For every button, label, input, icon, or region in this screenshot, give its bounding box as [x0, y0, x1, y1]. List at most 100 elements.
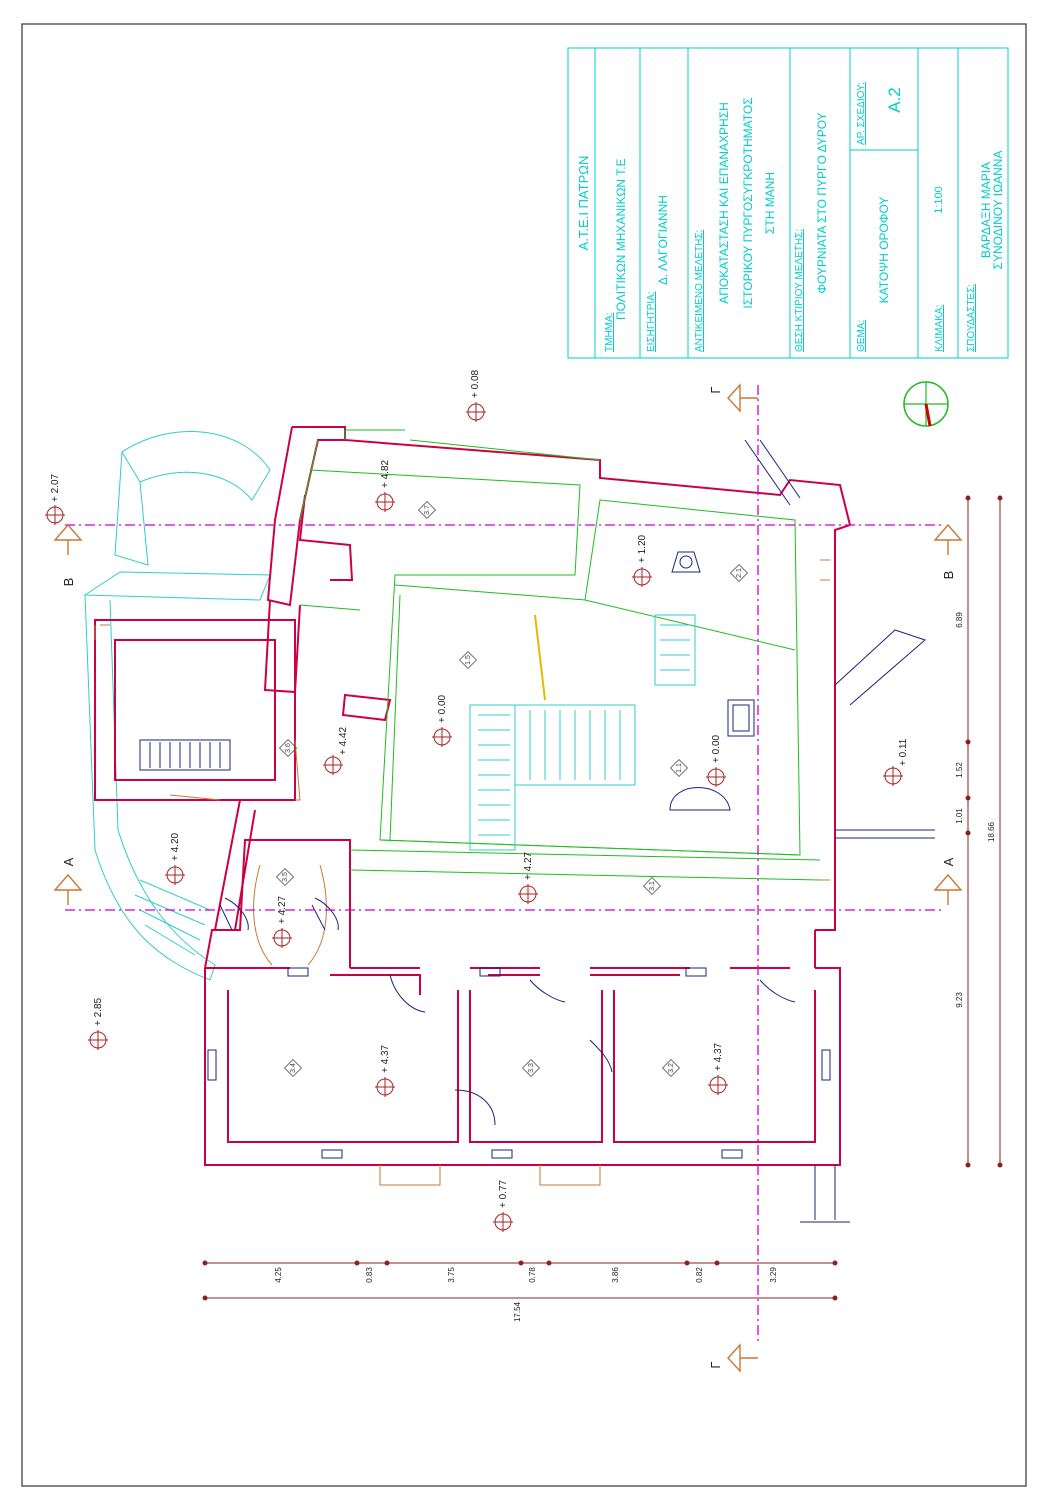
- elevation-label-e1: + 0.08: [470, 369, 481, 398]
- title-institution: Α.Τ.Ε.Ι ΠΑΤΡΩΝ: [576, 156, 591, 251]
- title-scale-value: 1:100: [933, 186, 945, 214]
- elevation-marker-e1: [466, 402, 486, 422]
- dimension-lines-right: [965, 495, 1003, 1168]
- dim-right-total: 18.66: [987, 821, 996, 842]
- door-swings: [389, 974, 796, 1126]
- title-location-label: ΘΕΣΗ ΚΤΙΡΙΟΥ ΜΕΛΕΤΗΣ:: [794, 229, 805, 352]
- north-arrow-icon: [903, 381, 949, 427]
- elevation-marker-e8: [883, 766, 903, 786]
- elevation-marker-e9: [165, 865, 185, 885]
- staircases: [469, 614, 696, 851]
- title-subject-label: ΑΝΤΙΚΕΙΜΕΝΟ ΜΕΛΕΤΗΣ:: [694, 230, 705, 352]
- elevation-label-e9: + 4.20: [170, 832, 181, 861]
- room-label-r4: 3.6: [285, 743, 292, 753]
- title-student2: ΣΥΝΟΔΙΝΟΥ ΙΩΑΝΝΑ: [991, 151, 1005, 270]
- dim-bottom-d3: 3.75: [447, 1267, 456, 1283]
- title-dept-label: ΤΜΗΜΑ:: [604, 313, 615, 352]
- title-location-value: ΦΟΥΡΝΙΑΤΑ ΣΤΟ ΠΥΡΓΟ ΔΥΡΟΥ: [815, 112, 829, 293]
- tower-stair: [139, 739, 231, 771]
- dim-bottom-d2: 0.83: [365, 1267, 374, 1283]
- elevation-markers: [45, 402, 903, 1232]
- elevation-label-e15: + 0.77: [498, 1179, 509, 1208]
- title-dept-value: ΠΟΛΙΤΙΚΩΝ ΜΗΧΑΝΙΚΩΝ Τ.Ε: [614, 158, 628, 320]
- elevation-marker-e7: [706, 767, 726, 787]
- dim-bottom-d1: 4.25: [274, 1267, 283, 1283]
- elevation-label-e10: + 4.27: [277, 895, 288, 924]
- dim-bottom-d7: 3.29: [769, 1267, 778, 1283]
- elevation-marker-e12: [88, 1030, 108, 1050]
- dim-right-d1: 6.89: [955, 612, 964, 628]
- interior-walls: [299, 429, 821, 881]
- dim-bottom-d5: 3.86: [611, 1267, 620, 1283]
- dim-right-d4: 9.23: [955, 992, 964, 1008]
- title-block-frame: [567, 47, 1009, 359]
- title-drawing-no-value: Α.2: [885, 87, 904, 113]
- elevation-marker-e3: [375, 492, 395, 512]
- elevation-label-e13: + 4.37: [380, 1044, 391, 1073]
- dimension-lines-bottom: [202, 1260, 838, 1301]
- dim-right-d3: 1.01: [955, 808, 964, 824]
- elevation-marker-e13: [375, 1077, 395, 1097]
- section-label-a-left: A: [61, 857, 76, 866]
- title-scale-label: ΚΛΙΜΑΚΑ:: [934, 305, 945, 352]
- section-markers: [53, 383, 963, 1373]
- yellow-beam: [534, 614, 546, 701]
- elevation-marker-e10: [272, 928, 292, 948]
- title-student1: ΒΑΡΔΑΞΗ ΜΑΡΙΑ: [979, 162, 993, 258]
- dim-bottom-d4: 0.78: [528, 1267, 537, 1283]
- elevation-label-e5: + 0.00: [437, 694, 448, 723]
- section-label-c-bottom: Γ: [708, 1361, 723, 1368]
- title-block: [567, 47, 1009, 359]
- elevation-marker-e11: [518, 884, 538, 904]
- room-tags: [275, 500, 749, 1078]
- dim-right-d2: 1.52: [955, 762, 964, 778]
- room-label-r6: 3.5: [282, 872, 289, 882]
- title-theme-value: ΚΑΤΟΨΗ ΟΡΟΦΟΥ: [877, 197, 891, 304]
- room-label-r10: 3.2: [668, 1063, 675, 1073]
- elevation-marker-e5: [432, 727, 452, 747]
- section-label-c-top: Γ: [708, 386, 723, 393]
- title-drawing-no-label: ΑΡ. ΣΧΕΔΙΟΥ:: [856, 82, 867, 145]
- openings-brown: [94, 559, 830, 1186]
- title-students-label: ΣΠΟΥΔΑΣΤΕΣ:: [966, 284, 977, 352]
- elevation-label-e7: + 0.00: [711, 734, 722, 763]
- section-lines: [65, 385, 945, 1345]
- elevation-marker-e6: [323, 755, 343, 775]
- tower-stair-treads: [149, 742, 221, 768]
- room-label-r1: 3.7: [424, 505, 431, 515]
- room-label-r7: 3.1: [649, 881, 656, 891]
- title-theme-label: ΘΕΜΑ:: [856, 320, 867, 352]
- elevation-label-e3: + 4.82: [380, 459, 391, 488]
- elevation-label-e2: + 2.07: [50, 473, 61, 502]
- elevation-marker-e4: [632, 567, 652, 587]
- title-subject-line3: ΣΤΗ ΜΑΝΗ: [763, 172, 777, 234]
- elevation-label-e8: + 0.11: [898, 738, 909, 766]
- section-label-b-left: B: [61, 578, 76, 587]
- exterior-walls: [94, 426, 852, 1166]
- room-label-r5: 1.1: [676, 763, 683, 773]
- room-label-r2: 2.1: [736, 568, 743, 578]
- title-subject-line1: ΑΠΟΚΑΤΑΣΤΑΣΗ ΚΑΙ ΕΠΑΝΑΧΡΗΣΗ: [717, 102, 731, 304]
- dim-bottom-total: 17.54: [513, 1301, 522, 1322]
- elevation-marker-e14: [708, 1075, 728, 1095]
- elevation-marker-e15: [493, 1212, 513, 1232]
- section-label-b-right: B: [941, 571, 956, 580]
- title-supervisor-label: ΕΙΣΗΓΗΤΡΙΑ:: [646, 291, 657, 352]
- sheet-frame: [21, 23, 1027, 1487]
- elevation-label-e11: + 4.27: [523, 851, 534, 880]
- windows: [207, 967, 831, 1159]
- room-label-r8: 3.4: [290, 1063, 297, 1073]
- dim-bottom-d6: 0.82: [695, 1267, 704, 1283]
- elevation-label-e14: + 4.37: [713, 1042, 724, 1071]
- fixtures-navy: [219, 439, 935, 1223]
- room-label-r3: 1.5: [465, 655, 472, 665]
- elevation-marker-e2: [45, 505, 65, 525]
- elevation-label-e4: + 1.20: [637, 534, 648, 563]
- elevation-label-e12: + 2.85: [93, 997, 104, 1026]
- title-supervisor-value: Δ. ΛΑΓΟΓΙΑΝΝΗ: [656, 195, 670, 285]
- elevation-label-e6: + 4.42: [338, 726, 349, 755]
- room-label-r9: 3.3: [528, 1063, 535, 1073]
- section-label-a-right: A: [941, 857, 956, 866]
